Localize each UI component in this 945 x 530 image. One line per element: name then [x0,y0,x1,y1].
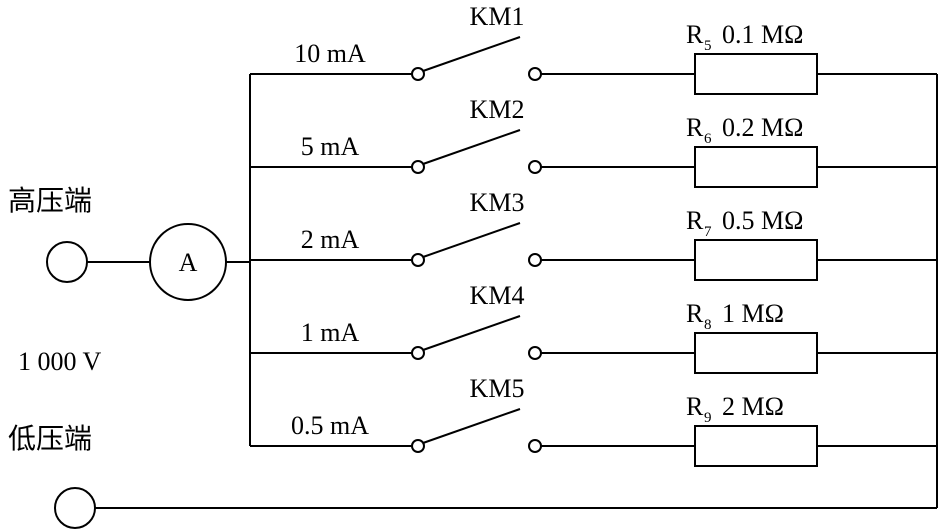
current-label: 1 mA [301,318,360,347]
switch-label: KM1 [470,2,525,31]
resistor-name: R [686,206,704,235]
resistor-name: R [686,113,704,142]
resistor-subscript: 5 [704,38,712,54]
resistor-subscript: 8 [704,317,712,333]
resistance-value: 1 MΩ [722,299,784,328]
resistor [694,146,818,188]
resistor [694,425,818,467]
switch-label: KM4 [470,281,525,310]
resistor [694,332,818,374]
switch-contact [528,67,542,81]
low-voltage-terminal [54,487,96,529]
low-voltage-label: 低压端 [8,422,92,455]
switch-blade [422,222,521,258]
switch-contact [528,253,542,267]
switch-contact [528,160,542,174]
switch-blade [422,129,521,165]
resistor-name: R [686,299,704,328]
resistance-value: 0.5 MΩ [722,206,803,235]
switch-blade [422,408,521,444]
resistor-name: R [686,20,704,49]
switch-blade [422,315,521,351]
switch-pivot [411,439,425,453]
resistor-subscript: 7 [704,224,712,240]
switch-pivot [411,253,425,267]
resistor [694,53,818,95]
switch-pivot [411,160,425,174]
switch-contact [528,346,542,360]
resistor-name: R [686,392,704,421]
current-label: 0.5 mA [291,411,369,440]
switch-pivot [411,67,425,81]
switch-label: KM2 [470,95,525,124]
current-label: 10 mA [294,39,366,68]
switch-contact [528,439,542,453]
resistance-value: 0.1 MΩ [722,20,803,49]
ammeter-label: A [179,248,198,277]
high-voltage-terminal [46,241,88,283]
high-voltage-label: 高压端 [8,184,92,217]
current-label: 5 mA [301,132,360,161]
current-label: 2 mA [301,225,360,254]
switch-label: KM3 [470,188,525,217]
resistor-subscript: 6 [704,131,712,147]
resistor [694,239,818,281]
resistor-subscript: 9 [704,410,712,426]
resistance-value: 0.2 MΩ [722,113,803,142]
switch-label: KM5 [470,374,525,403]
switch-pivot [411,346,425,360]
switch-blade [422,36,521,72]
resistance-value: 2 MΩ [722,392,784,421]
voltage-label: 1 000 V [18,347,102,376]
